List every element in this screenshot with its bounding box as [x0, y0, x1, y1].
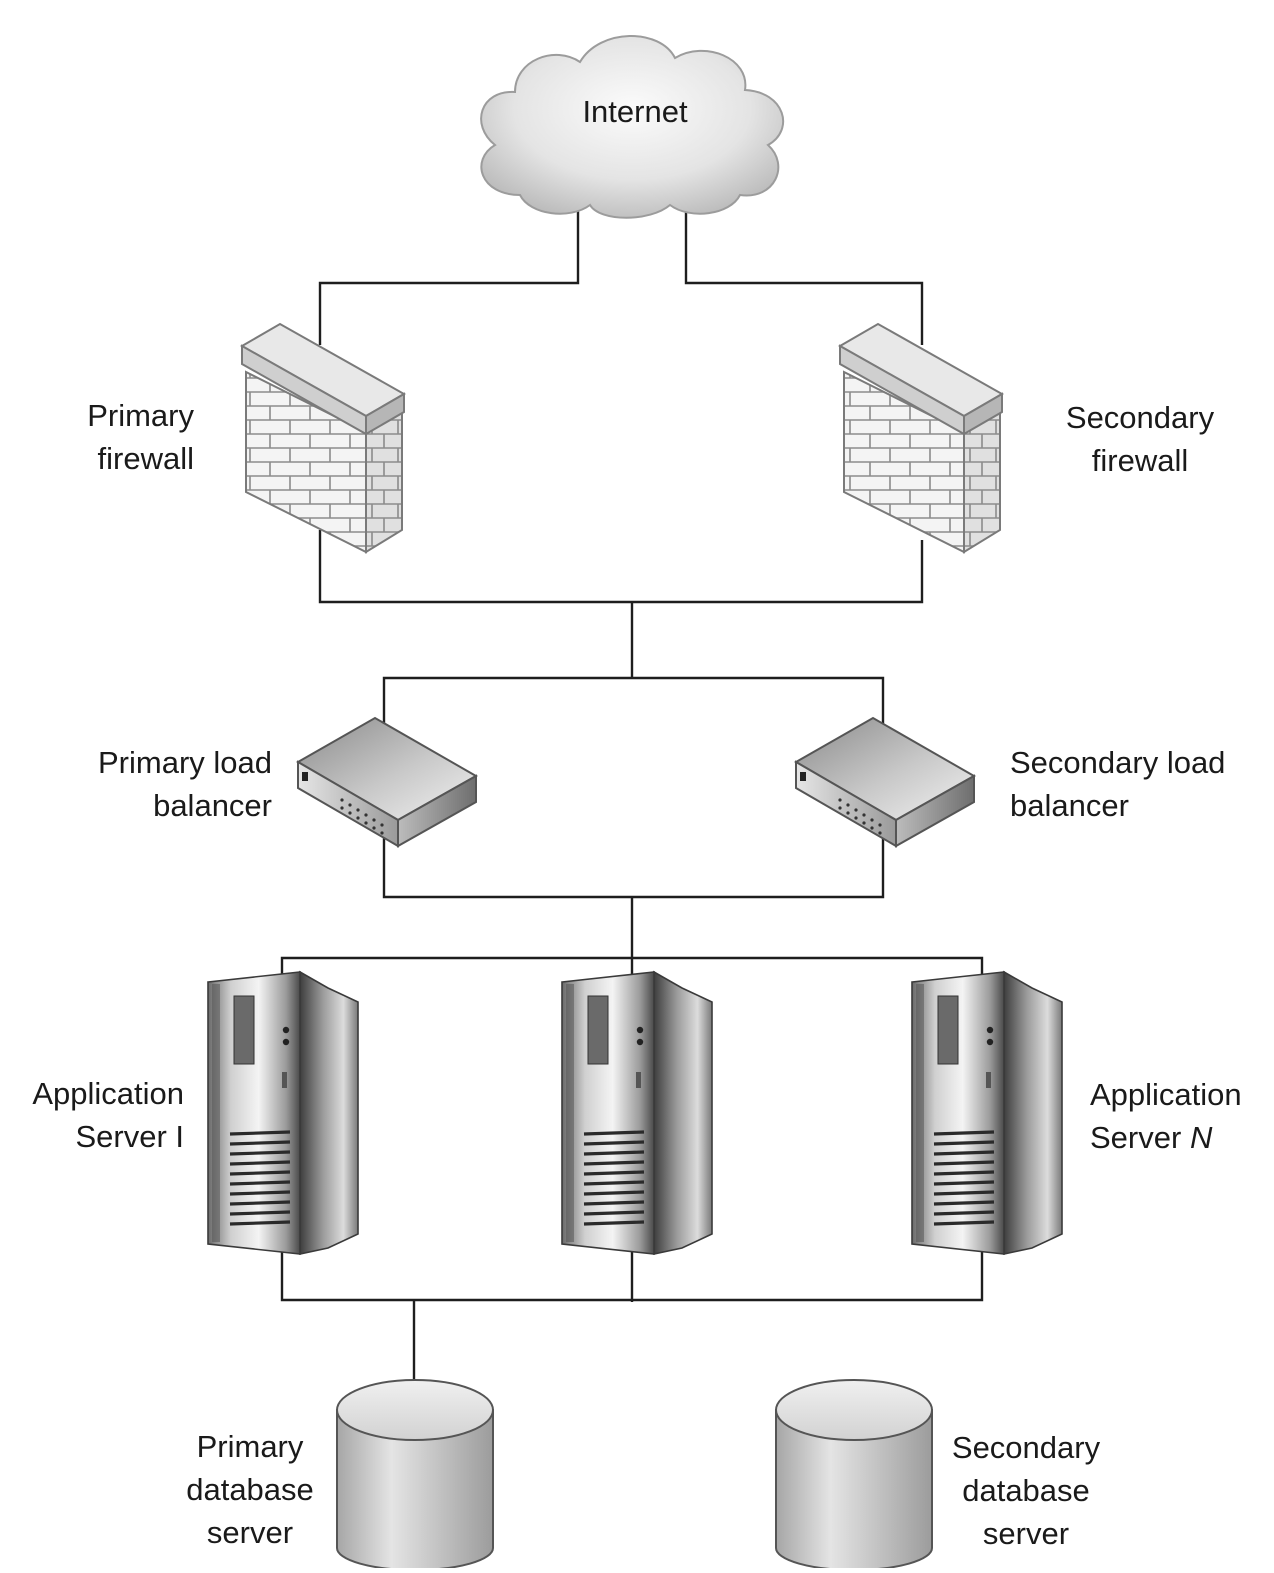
application-server-n-label-italic: N [1189, 1120, 1213, 1155]
application-server-1-label-line1: Application [32, 1076, 184, 1111]
application-server-1-label-line2: Server I [75, 1119, 184, 1154]
internet-label-text: Internet [582, 94, 688, 129]
link-lb-top-bus [382, 676, 885, 740]
primary-database-label-line3: server [206, 1515, 294, 1550]
secondary-firewall-icon [837, 322, 1005, 554]
application-server-n-label-line1: Application [1090, 1077, 1242, 1112]
secondary-load-balancer-label-line1: Secondary load [1010, 745, 1226, 780]
primary-database-label-line1: Primary [196, 1429, 304, 1464]
secondary-load-balancer-label: Secondary load balancer [1010, 741, 1260, 827]
internet-label: Internet [560, 90, 710, 133]
application-server-1-label: Application Server I [6, 1072, 184, 1158]
link-internet-primary-firewall [318, 200, 580, 345]
secondary-load-balancer-icon [793, 716, 977, 848]
link-lb-bottom-bus [382, 835, 885, 899]
application-server-n-label-line2: Server N [1090, 1116, 1268, 1159]
application-server-n-label: Application Server N [1090, 1073, 1268, 1159]
secondary-database-label-line3: server [982, 1516, 1070, 1551]
application-server-n-label-prefix: Server [1090, 1120, 1182, 1155]
application-server-n-icon [910, 970, 1064, 1256]
primary-database-icon [336, 1379, 494, 1571]
primary-load-balancer-label: Primary load balancer [40, 741, 272, 827]
primary-load-balancer-label-line1: Primary load [98, 745, 272, 780]
secondary-firewall-label-line1: Secondary [1065, 400, 1215, 435]
primary-firewall-icon [239, 322, 407, 554]
primary-firewall-label: Primary firewall [40, 394, 194, 480]
secondary-database-label-line1: Secondary [951, 1430, 1101, 1465]
link-server-top-bus [280, 956, 984, 980]
secondary-database-label: Secondary database server [936, 1426, 1116, 1555]
secondary-load-balancer-label-line2: balancer [1010, 788, 1129, 823]
primary-database-label: Primary database server [170, 1425, 330, 1554]
link-firewalls-bus [318, 530, 924, 604]
secondary-firewall-label-line2: firewall [1091, 443, 1189, 478]
connection-lines [280, 200, 984, 1385]
internet-cloud-icon [480, 35, 785, 219]
secondary-database-icon [775, 1379, 933, 1571]
application-server-1-icon [206, 970, 360, 1256]
secondary-firewall-label: Secondary firewall [1050, 396, 1230, 482]
application-server-middle-icon [560, 970, 714, 1256]
primary-firewall-label-line2: firewall [97, 441, 194, 476]
secondary-database-label-line2: database [962, 1473, 1090, 1508]
link-internet-secondary-firewall [684, 200, 924, 345]
primary-database-label-line2: database [186, 1472, 314, 1507]
primary-firewall-label-line1: Primary [87, 398, 194, 433]
primary-load-balancer-icon [295, 716, 479, 848]
link-server-bottom-bus [280, 1250, 984, 1302]
primary-load-balancer-label-line2: balancer [153, 788, 272, 823]
